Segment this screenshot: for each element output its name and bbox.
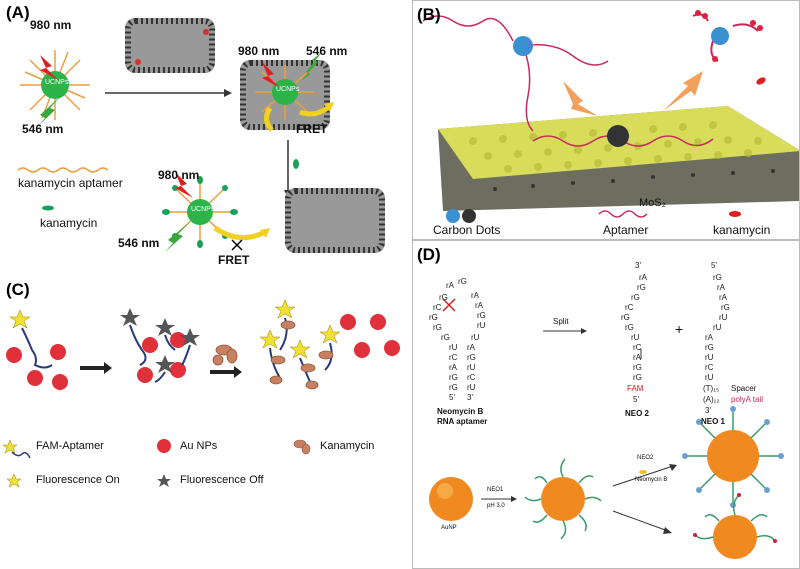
- spacer-label: Spacer: [731, 384, 757, 393]
- ucnp-particle-bottom: [187, 199, 213, 225]
- t15: (T)₁₅: [703, 384, 720, 393]
- legend-kanamycin-shape: [293, 439, 311, 455]
- legend-au-nps-label: Au NPs: [180, 440, 218, 452]
- emission-arrow-left: [38, 95, 62, 126]
- panel-d-graphic: [429, 298, 784, 559]
- legend-fam-aptamer-star: [2, 439, 18, 454]
- aunp-bare: [429, 477, 473, 521]
- label-980-bottom: 980 nm: [158, 168, 200, 182]
- fret-label-bottom: FRET: [218, 253, 250, 267]
- ph-label: pH 3.0: [487, 503, 505, 509]
- legend-fam-aptamer-label: FAM-Aptamer: [36, 440, 104, 452]
- neo2-label: NEO 2: [625, 409, 650, 418]
- legend-kanamycin-dot: [42, 205, 54, 211]
- label-980-left: 980 nm: [30, 18, 72, 32]
- split-label: Split: [553, 317, 569, 326]
- legend-aptamer-label: Aptamer: [603, 223, 649, 237]
- panel-b: (B) MoS₂ Carbon Dots Aptamer kanamycin: [412, 0, 800, 240]
- neo2-arrow-label: NEO2: [637, 455, 654, 461]
- excitation-arrow-left: [40, 55, 58, 80]
- aptamer-name-line2: RNA aptamer: [437, 417, 488, 426]
- ucnp-label-bottom: UCNPs: [191, 206, 215, 213]
- legend-kanamycin-dot: [729, 211, 741, 217]
- legend-fluor-on-label: Fluorescence On: [36, 474, 120, 486]
- legend-aptamer-line: [17, 167, 109, 173]
- carbon-dot-on-sheet: [607, 125, 629, 147]
- aunp-neo2-bound: [682, 406, 784, 508]
- neo1-label: NEO 1: [701, 417, 726, 426]
- label-546-left: 546 nm: [22, 122, 64, 136]
- panel-c-graphic: [2, 299, 400, 488]
- ucnp-label-left: UCNPs: [45, 79, 69, 86]
- neo1-arrow-label: NEO1: [487, 487, 504, 493]
- legend-fluor-on-star: [6, 473, 22, 488]
- aunp-neo1: [524, 458, 602, 540]
- neo2-5prime: 5': [633, 395, 639, 404]
- graphene-sheet-bottom: [285, 188, 385, 253]
- legend-fluor-off-label: Fluorescence Off: [180, 474, 264, 486]
- neo1-3prime: 3': [705, 406, 711, 415]
- legend-aptamer-label: kanamycin aptamer: [18, 176, 123, 190]
- fam-label: FAM: [627, 384, 644, 393]
- aunp-label: AuNP: [441, 525, 457, 531]
- legend-kanamycin-label: Kanamycin: [320, 440, 375, 452]
- panel-a-graphic: [17, 18, 385, 253]
- neomycin-b-arrow-label: Neomycin B: [635, 477, 668, 483]
- legend-fluor-off-star: [157, 474, 171, 487]
- panel-a-label: (A): [6, 3, 30, 22]
- a12: (A)₁₂: [703, 395, 720, 404]
- mos2-label: MoS₂: [639, 197, 666, 209]
- kanamycin-molecule: [293, 159, 299, 169]
- aunp-neo1-free: [693, 493, 777, 559]
- legend-carbon-dot-black: [462, 209, 476, 223]
- legend-carbon-dot-blue: [446, 209, 460, 223]
- carbon-dot-bound: [711, 27, 729, 45]
- label-546-right: 546 nm: [306, 44, 348, 58]
- panel-a: (A): [0, 0, 410, 270]
- panel-b-label: (B): [417, 5, 441, 24]
- polya-label: polyA tail: [731, 395, 764, 404]
- panel-c-label: (C): [6, 280, 30, 299]
- graphene-sheet-top: [125, 18, 215, 73]
- legend-kanamycin-label: kanamycin: [40, 216, 98, 230]
- legend-kanamycin-label: kanamycin: [713, 223, 771, 237]
- plus-sign: +: [675, 321, 684, 337]
- panel-b-graphic: [422, 10, 799, 223]
- legend-carbon-dots-label: Carbon Dots: [433, 223, 501, 237]
- ucnp-label-right: UCNPs: [276, 86, 300, 93]
- legend-au-np-dot: [157, 439, 171, 453]
- fret-label-top: FRET: [296, 122, 328, 136]
- panel-d-label: (D): [417, 245, 441, 264]
- panel-c: (C): [0, 270, 410, 569]
- legend-aptamer-line: [598, 210, 648, 218]
- ucnp-particle-right: [272, 79, 298, 105]
- aptamer-name-line1: Neomycin B: [437, 407, 484, 416]
- carbon-dot-free: [513, 36, 533, 56]
- label-546-bottom: 546 nm: [118, 236, 160, 250]
- label-980-right: 980 nm: [238, 44, 280, 58]
